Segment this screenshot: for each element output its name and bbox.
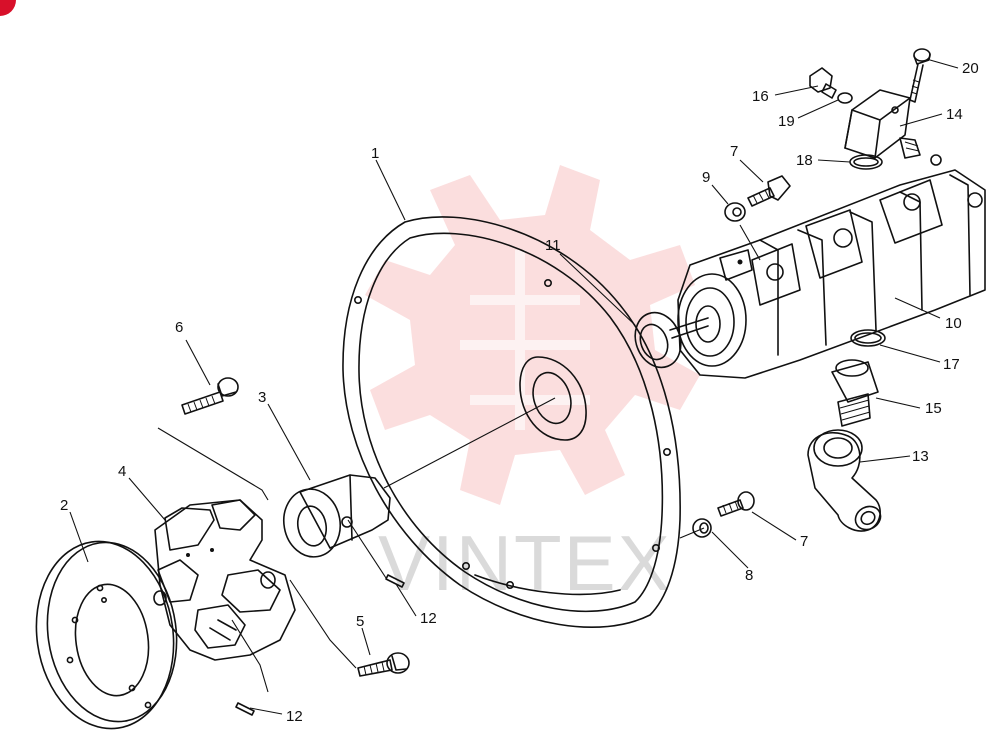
callout-13: 13 [912, 448, 929, 465]
bolt-7-lower [717, 491, 755, 517]
coupling-disc [35, 540, 178, 730]
callout-7-upper: 7 [730, 143, 738, 160]
callout-7-lower: 7 [800, 533, 808, 550]
callout-8: 8 [745, 567, 753, 584]
callout-4: 4 [118, 463, 126, 480]
washer-19 [837, 92, 853, 104]
leader-lines [69, 59, 959, 715]
coupling-hub [283, 474, 391, 558]
bolt-6 [181, 377, 239, 415]
callout-14: 14 [946, 106, 963, 123]
bolt-7-upper [747, 175, 791, 207]
valve-block [844, 89, 921, 159]
corner-badge [0, 0, 16, 16]
callout-10: 10 [945, 315, 962, 332]
elbow-fitting [807, 429, 882, 532]
flange-plate [342, 216, 681, 629]
watermark-text: VINTEX [378, 519, 672, 607]
callout-9: 9 [702, 169, 710, 186]
adapter-fitting [831, 359, 879, 427]
callout-12-upper: 12 [420, 610, 437, 627]
o-ring-18 [849, 154, 883, 170]
callout-18: 18 [796, 152, 813, 169]
callout-11: 11 [545, 237, 561, 254]
callout-16: 16 [752, 88, 769, 105]
flexible-coupling [153, 499, 296, 661]
o-ring-17 [850, 329, 886, 347]
callout-6: 6 [175, 319, 183, 336]
callout-2: 2 [60, 497, 68, 514]
callout-12-lower: 12 [286, 708, 303, 725]
callout-1: 1 [371, 145, 379, 162]
roll-pin-upper [385, 574, 405, 588]
callout-3: 3 [258, 389, 266, 406]
callouts: 1 2 3 4 5 6 7 7 8 9 10 11 12 12 13 14 15… [60, 60, 979, 725]
washer-9 [724, 202, 746, 222]
callout-20: 20 [962, 60, 979, 77]
roll-pin-lower [235, 702, 255, 716]
watermark-logo: VINTEX [365, 165, 700, 607]
callout-17: 17 [943, 356, 960, 373]
callout-19: 19 [778, 113, 795, 130]
washer-8 [692, 518, 712, 538]
gear-pump-assembly [669, 154, 986, 379]
callout-15: 15 [925, 400, 942, 417]
plug-16 [809, 67, 837, 99]
callout-5: 5 [356, 613, 364, 630]
screw-20 [909, 48, 931, 103]
bolt-5 [357, 652, 410, 677]
